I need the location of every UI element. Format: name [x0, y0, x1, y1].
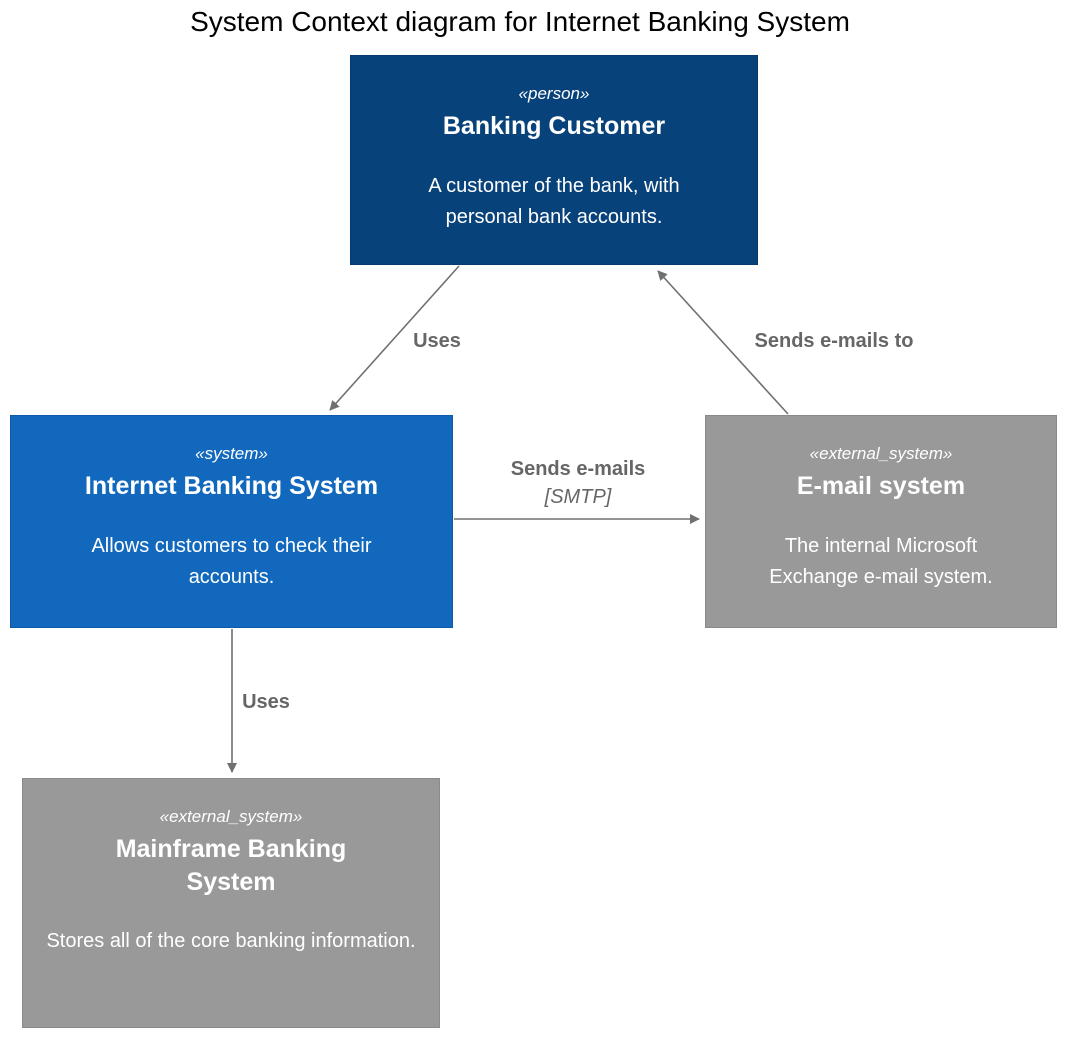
edge-label-smtp-technology: [SMTP] [542, 486, 614, 509]
edge-label-sends-emails-to: Sends e-mails to [752, 330, 916, 353]
node-description: Allows customers to check their accounts… [91, 534, 372, 588]
node-email-system: «external_system» E-mail system The inte… [705, 415, 1057, 628]
node-description: Stores all of the core banking informati… [46, 930, 416, 952]
node-banking-customer: «person» Banking Customer A customer of … [350, 55, 758, 265]
edge-label-sends-emails: Sends e-mails [508, 458, 648, 481]
node-name: E-mail system [796, 472, 966, 500]
node-stereotype: «system» [195, 444, 268, 463]
node-internet-banking-system: «system» Internet Banking System Allows … [10, 415, 453, 628]
node-stereotype: «external_system» [809, 444, 953, 463]
node-name: Banking Customer [442, 112, 666, 140]
node-description: The internal Microsoft Exchange e-mail s… [769, 534, 993, 588]
diagram-title: System Context diagram for Internet Bank… [190, 6, 850, 37]
edge-label-customer-uses: Uses [411, 330, 463, 353]
node-name: Mainframe Banking System [115, 835, 347, 896]
node-mainframe-banking-system: «external_system» Mainframe Banking Syst… [22, 778, 440, 1028]
edge-label-ibs-uses: Uses [240, 691, 292, 714]
node-stereotype: «external_system» [159, 807, 303, 826]
node-stereotype: «person» [518, 84, 590, 103]
node-name: Internet Banking System [84, 472, 379, 500]
node-description: A customer of the bank, with personal ba… [428, 174, 680, 228]
